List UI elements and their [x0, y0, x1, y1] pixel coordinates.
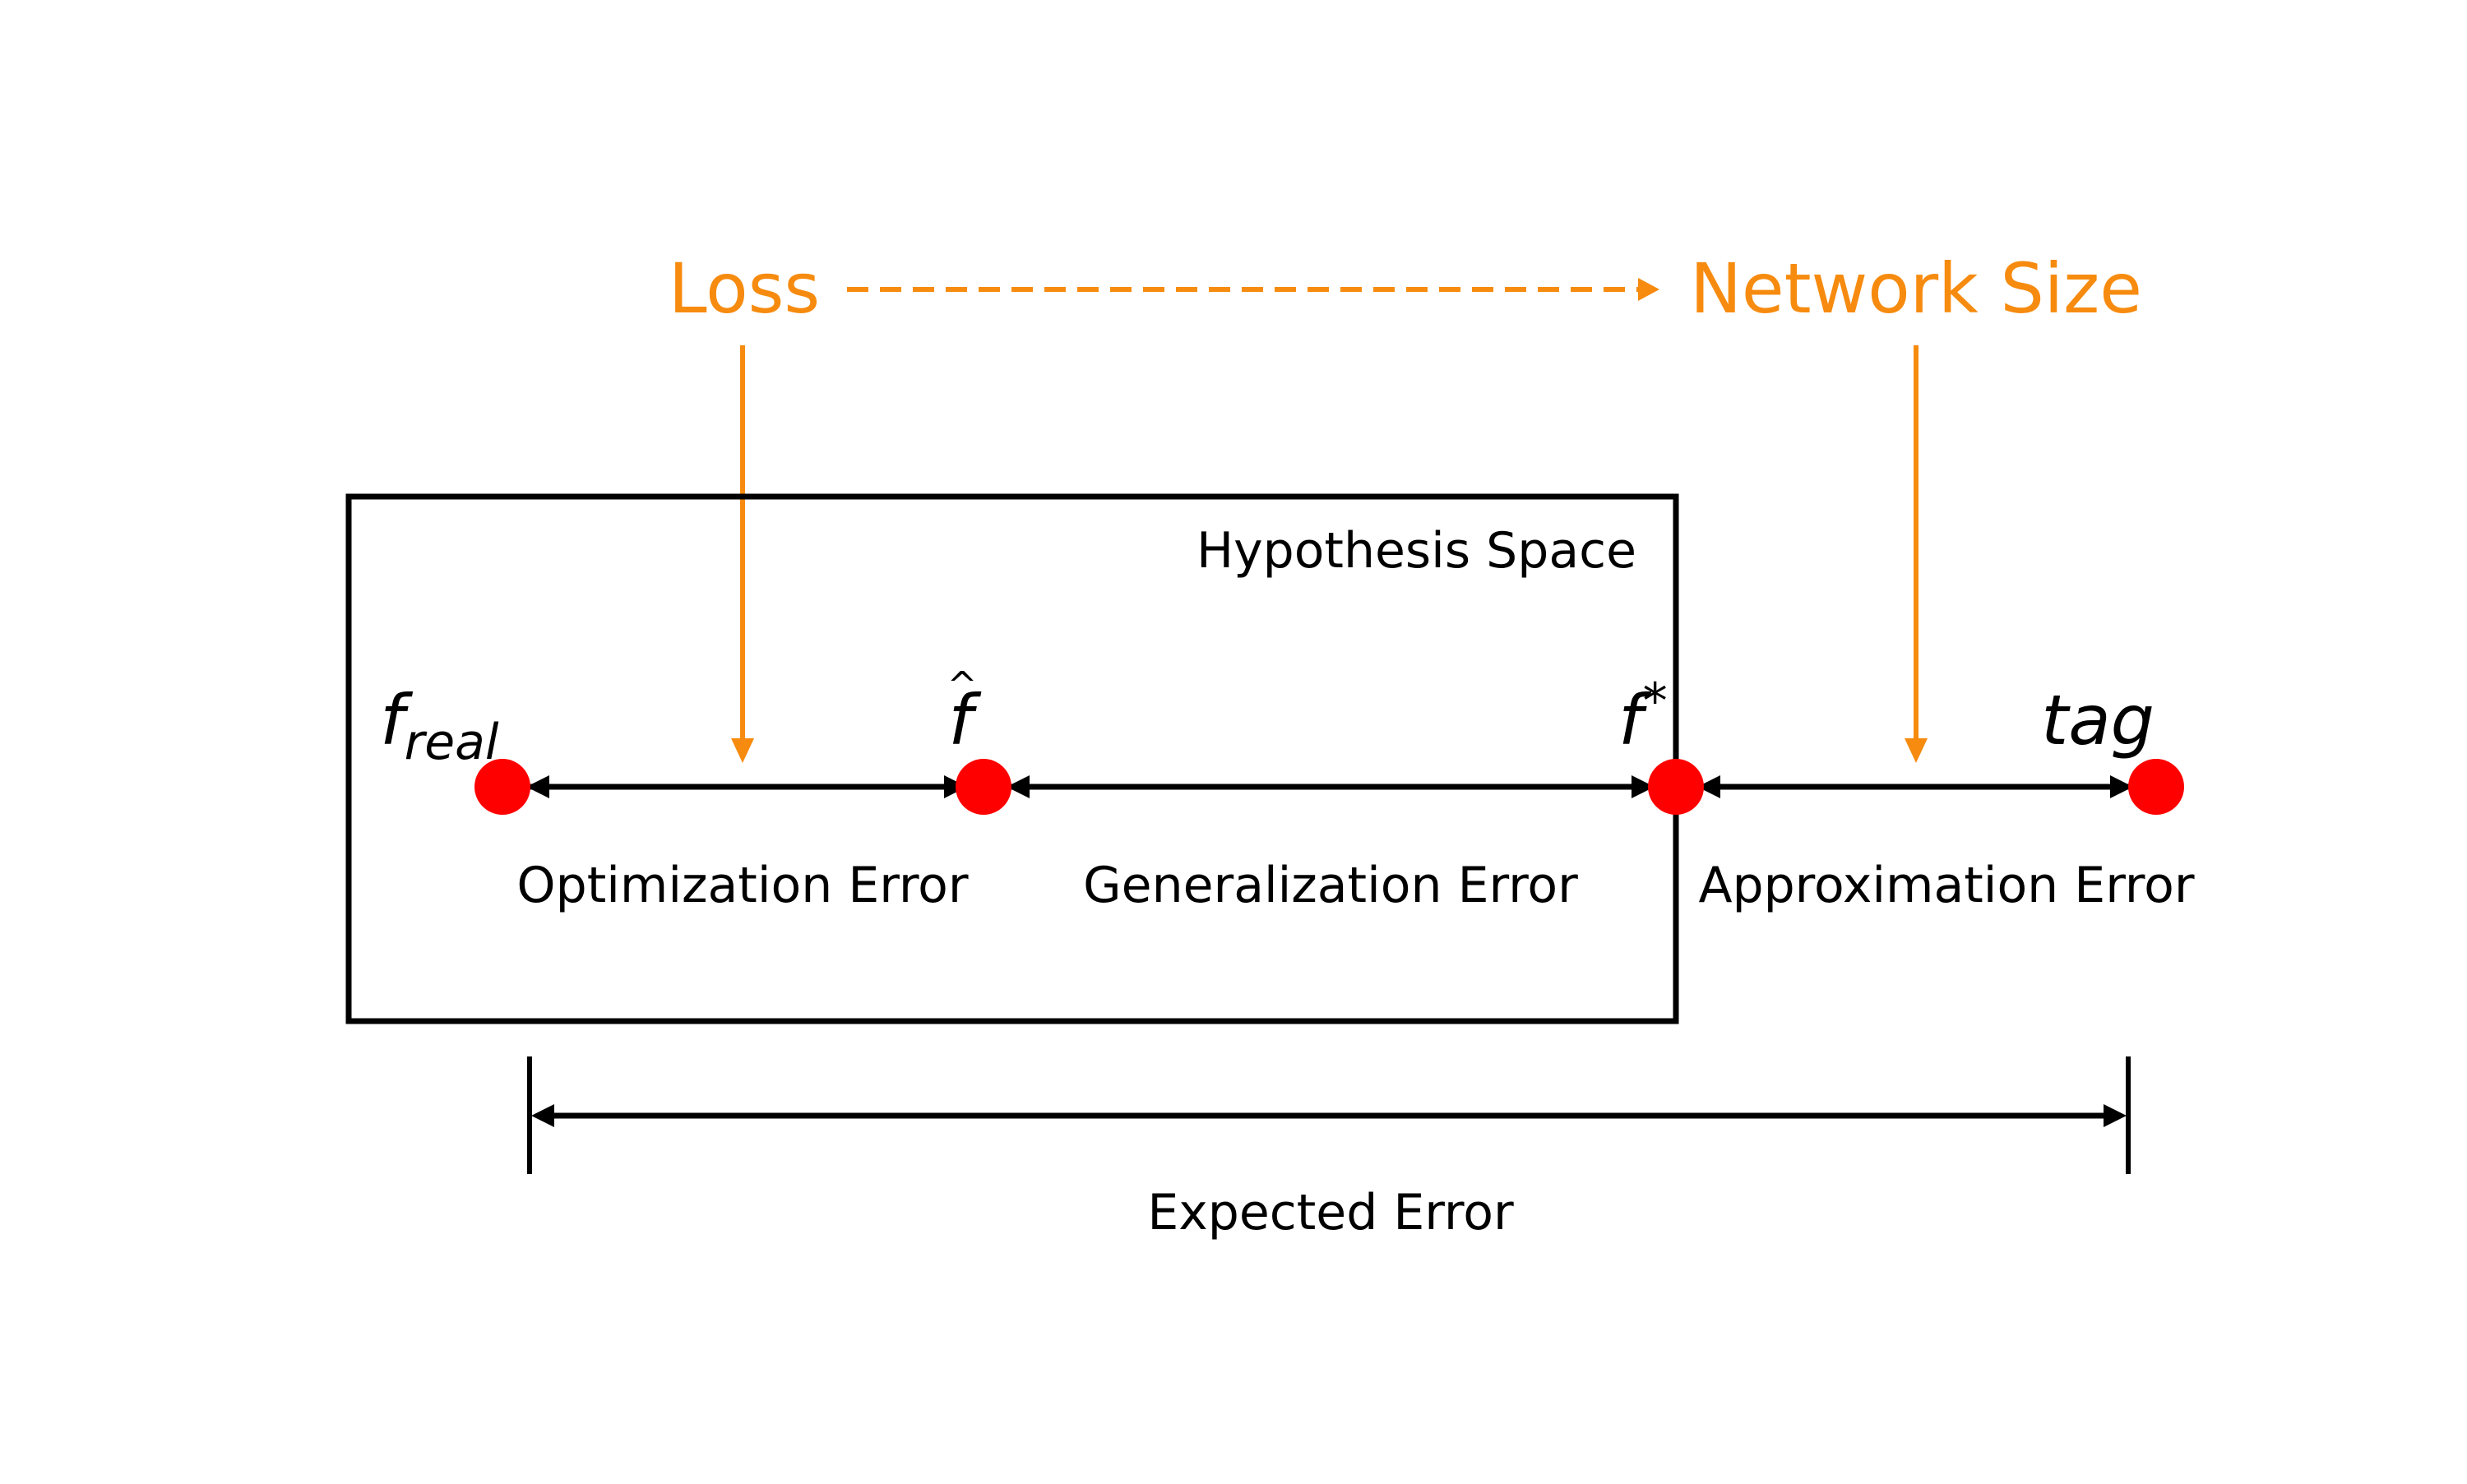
- point-f-star: [1648, 759, 1704, 815]
- point-tag: [2128, 759, 2184, 815]
- optimization-error-label: Optimization Error: [516, 857, 968, 914]
- f-real-label: freal: [380, 680, 499, 771]
- hypothesis-space-label: Hypothesis Space: [1196, 522, 1636, 580]
- f-hat-accent: ^: [947, 664, 978, 706]
- expected-arrow-right-head: [2104, 1104, 2127, 1127]
- f-star-superscript: *: [1643, 673, 1668, 730]
- dashed-arrow-head: [1638, 278, 1659, 301]
- generalization-arrow-right-head: [1632, 775, 1655, 798]
- loss-down-arrow-head: [731, 738, 754, 763]
- approximation-error-label: Approximation Error: [1698, 857, 2194, 914]
- f-real-subscript: real: [405, 714, 499, 771]
- approximation-arrow-right-head: [2110, 775, 2133, 798]
- optimization-arrow-left-head: [526, 775, 549, 798]
- point-f-real: [474, 759, 530, 815]
- generalization-arrow-left-head: [1007, 775, 1030, 798]
- point-f-hat: [956, 759, 1011, 815]
- network-size-down-arrow-head: [1905, 738, 1928, 763]
- f-star-label: f*: [1618, 673, 1668, 760]
- expected-arrow-left-head: [531, 1104, 554, 1127]
- generalization-error-label: Generalization Error: [1083, 857, 1578, 914]
- approximation-arrow-left-head: [1697, 775, 1720, 798]
- network-size-label: Network Size: [1690, 248, 2142, 329]
- tag-label: tag: [2041, 680, 2155, 760]
- loss-label: Loss: [669, 248, 820, 329]
- expected-error-label: Expected Error: [1147, 1184, 1514, 1241]
